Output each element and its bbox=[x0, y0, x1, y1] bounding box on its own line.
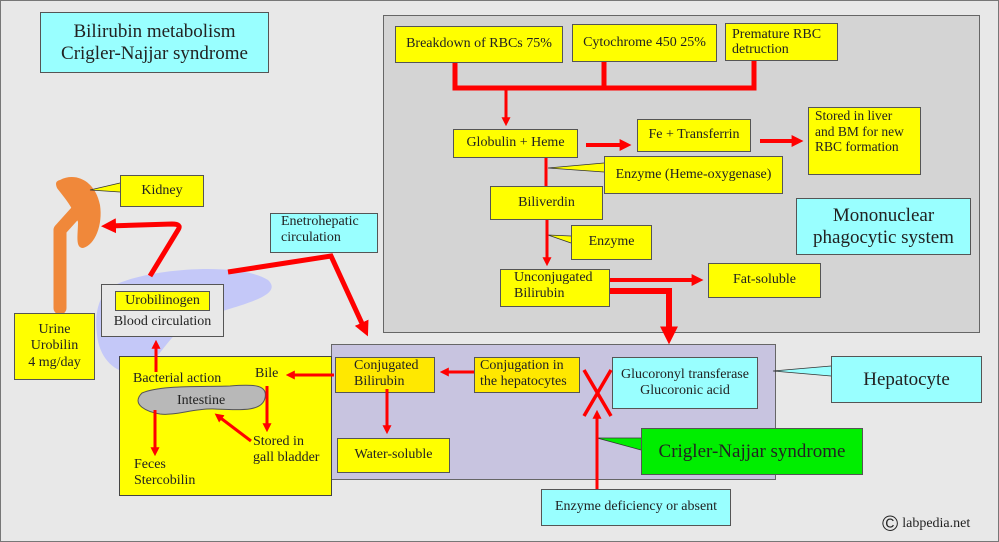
source-breakdown-rbcs: Breakdown of RBCs 75% bbox=[395, 26, 563, 63]
watermark: © labpedia.net bbox=[882, 513, 970, 535]
stored-line: RBC formation bbox=[815, 139, 899, 155]
urine-line: Urobilin bbox=[30, 338, 79, 354]
biliverdin-box: Biliverdin bbox=[490, 186, 603, 220]
stored-line: and BM for new bbox=[815, 123, 904, 139]
source-premature-rbc: Premature RBC detruction bbox=[725, 23, 838, 61]
globulin-heme-box: Globulin + Heme bbox=[453, 129, 578, 158]
fat-soluble-box: Fat-soluble bbox=[708, 263, 821, 298]
globulin-heme-label: Globulin + Heme bbox=[466, 135, 565, 151]
source-label: Breakdown of RBCs 75% bbox=[406, 36, 552, 52]
feces-stercobilin-label: Feces Stercobilin bbox=[134, 457, 195, 489]
title-box: Bilirubin metabolism Crigler-Najjar synd… bbox=[40, 12, 269, 73]
bacterial-action-label: Bacterial action bbox=[133, 371, 222, 386]
hepatocyte-label-box: Hepatocyte bbox=[831, 356, 982, 403]
intestine-label: Intestine bbox=[177, 393, 226, 408]
urine-line: 4 mg/day bbox=[28, 354, 81, 370]
urine-urobilin-box: Urine Urobilin 4 mg/day bbox=[14, 313, 95, 380]
crigler-najjar-callout: Crigler-Najjar syndrome bbox=[641, 428, 863, 475]
conjugated-line: Bilirubin bbox=[354, 374, 405, 390]
watermark-text: labpedia.net bbox=[902, 515, 971, 531]
stored-liver-bm-box: Stored in liver and BM for new RBC forma… bbox=[808, 107, 921, 175]
mps-label-box: Mononuclear phagocytic system bbox=[796, 198, 971, 255]
stored-gall-bladder-label: Stored in gall bladder bbox=[253, 434, 319, 466]
conjugated-line: Conjugated bbox=[354, 358, 419, 373]
enzyme-heme-oxygenase-label: Enzyme (Heme-oxygenase) bbox=[615, 166, 772, 182]
enterohepatic-circulation-box: Enetrohepatic circulation bbox=[270, 213, 378, 253]
enzyme-label: Enzyme bbox=[588, 234, 635, 250]
biliverdin-label: Biliverdin bbox=[518, 194, 575, 210]
crigler-najjar-label: Crigler-Najjar syndrome bbox=[658, 440, 846, 462]
enzyme-deficiency-label: Enzyme deficiency or absent bbox=[554, 499, 718, 515]
conjugation-line: the hepatocytes bbox=[480, 374, 567, 390]
kidney-icon bbox=[56, 177, 101, 248]
enterohepatic-line: circulation bbox=[281, 230, 341, 246]
unconjugated-line: Bilirubin bbox=[514, 286, 565, 302]
water-soluble-label: Water-soluble bbox=[354, 447, 433, 463]
glucoronyl-transferase-label: Glucoronyl transferase bbox=[621, 366, 749, 382]
enzyme-heme-oxygenase-callout: Enzyme (Heme-oxygenase) bbox=[604, 156, 783, 194]
feces-line: Feces bbox=[134, 457, 166, 472]
title-line1: Bilirubin metabolism bbox=[73, 20, 236, 42]
source-label: Cytochrome 450 25% bbox=[583, 34, 706, 50]
mps-label-line: Mononuclear bbox=[832, 204, 935, 226]
title-line2: Crigler-Najjar syndrome bbox=[61, 42, 248, 64]
conjugation-hepatocytes-box: Conjugation in the hepatocytes bbox=[474, 357, 580, 393]
conjugation-line: Conjugation in bbox=[480, 358, 564, 373]
ureter-shape bbox=[53, 203, 85, 315]
stored-gb-line: Stored in bbox=[253, 434, 304, 449]
blood-circulation-box: Urobilinogen Blood circulation bbox=[101, 284, 224, 337]
unconjugated-line: Unconjugated bbox=[514, 270, 593, 285]
stored-line: Stored in liver bbox=[815, 108, 893, 123]
fe-transferrin-label: Fe + Transferrin bbox=[648, 127, 740, 143]
urobilinogen-label: Urobilinogen bbox=[115, 290, 210, 311]
urine-line: Urine bbox=[38, 322, 71, 338]
water-soluble-box: Water-soluble bbox=[337, 438, 450, 473]
enterohepatic-line: Enetrohepatic bbox=[281, 214, 359, 229]
mps-label-line: phagocytic system bbox=[813, 226, 954, 248]
feces-line: Stercobilin bbox=[134, 473, 196, 489]
enzyme-callout: Enzyme bbox=[571, 225, 652, 260]
fe-transferrin-box: Fe + Transferrin bbox=[637, 119, 751, 152]
intestine-icon bbox=[137, 384, 266, 415]
enzyme-deficiency-box: Enzyme deficiency or absent bbox=[541, 489, 731, 526]
fat-soluble-label: Fat-soluble bbox=[733, 272, 796, 288]
copyright-icon: © bbox=[882, 511, 899, 536]
conjugated-bilirubin-box: Conjugated Bilirubin bbox=[335, 357, 435, 393]
stored-gb-line: gall bladder bbox=[253, 450, 320, 466]
kidney-label: Kidney bbox=[141, 182, 183, 198]
glucoronic-acid-label: Glucoronic acid bbox=[640, 383, 730, 398]
source-label: Premature RBC detruction bbox=[732, 26, 822, 57]
source-cytochrome: Cytochrome 450 25% bbox=[572, 24, 717, 62]
glucoronyl-transferase-box: Glucoronyl transferase Glucoronic acid bbox=[612, 357, 758, 409]
hepatocyte-label: Hepatocyte bbox=[863, 368, 950, 390]
blood-circulation-label: Blood circulation bbox=[113, 314, 212, 329]
bile-label: Bile bbox=[255, 366, 279, 381]
kidney-callout: Kidney bbox=[120, 175, 204, 207]
unconjugated-bilirubin-box: Unconjugated Bilirubin bbox=[500, 269, 610, 307]
